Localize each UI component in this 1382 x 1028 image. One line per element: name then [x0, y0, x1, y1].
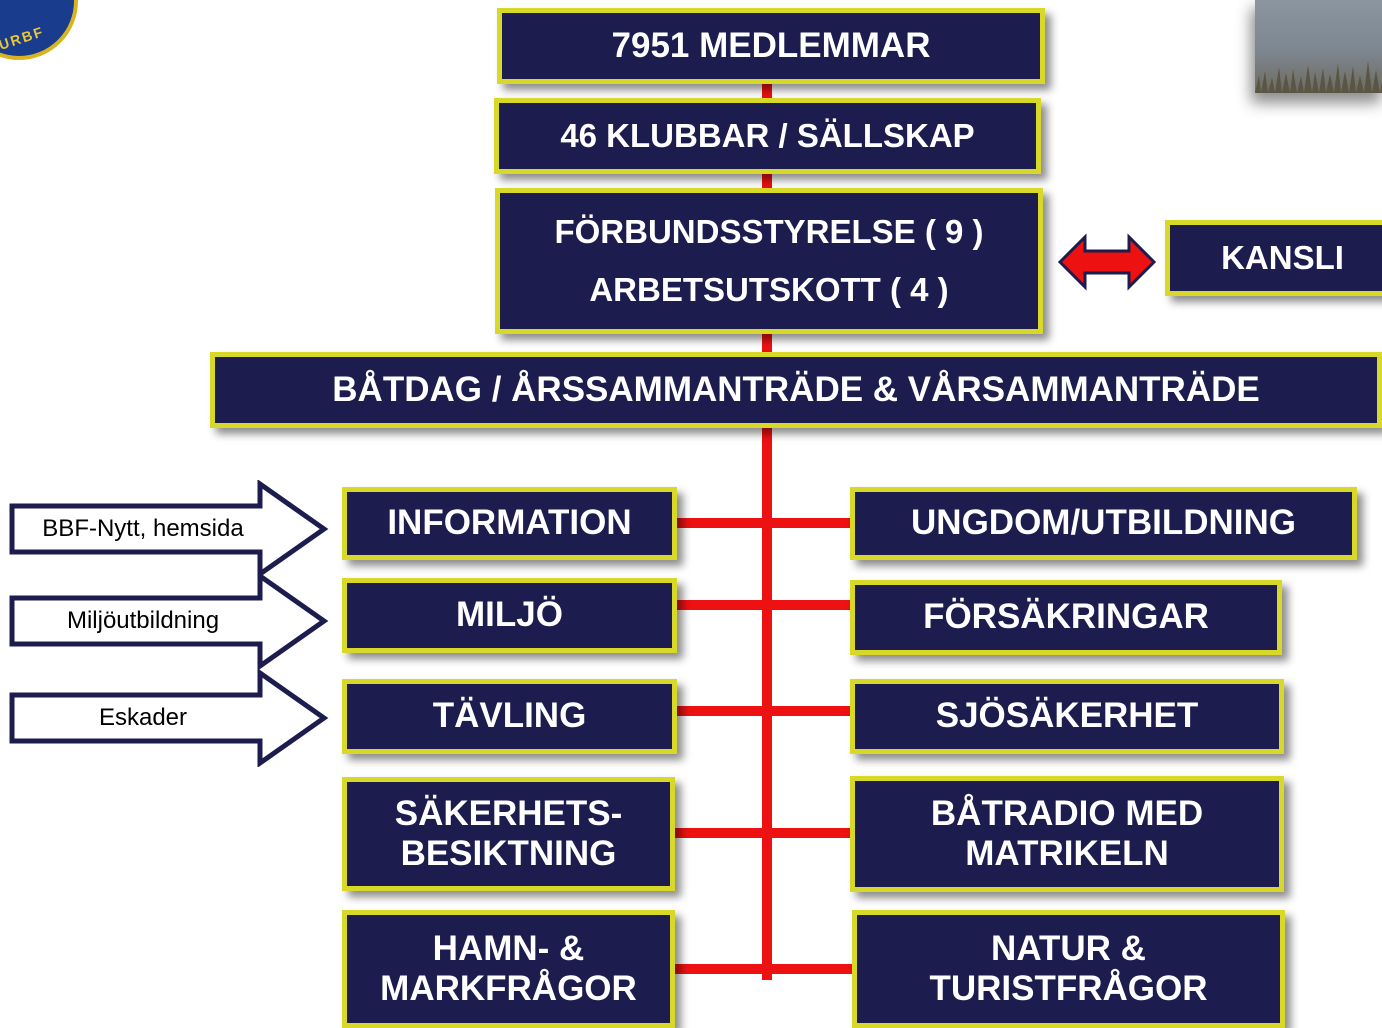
committee-information: INFORMATION — [342, 487, 677, 560]
committee-label: INFORMATION — [387, 503, 632, 543]
committee-label-line2: MATRIKELN — [965, 834, 1169, 873]
connector-branch-2 — [675, 600, 855, 610]
double-arrow-icon — [1058, 233, 1156, 291]
committee-sjosakerhet: SJÖSÄKERHET — [850, 679, 1284, 754]
connector-trunk-main — [762, 420, 772, 980]
committee-label-line1: HAMN- & — [432, 928, 585, 968]
committee-natur-turistfragor: NATUR & TURISTFRÅGOR — [852, 910, 1285, 1028]
connector-branch-4 — [675, 828, 855, 838]
logo-lettering: URBF — [0, 23, 47, 53]
arrow-right-icon — [9, 669, 329, 767]
committee-label: MILJÖ — [456, 595, 563, 635]
side-arrow-label: Miljöutbildning — [66, 607, 220, 634]
committee-miljo: MILJÖ — [342, 578, 677, 653]
kansli-label: KANSLI — [1221, 239, 1344, 277]
committee-label-line2: BESIKTNING — [400, 834, 617, 873]
committee-hamn-markfragor: HAMN- & MARKFRÅGOR — [342, 910, 675, 1028]
committee-label-line2: TURISTFRÅGOR — [929, 969, 1208, 1008]
members-label: 7951 MEDLEMMAR — [611, 25, 931, 65]
committee-label: FÖRSÄKRINGAR — [923, 597, 1209, 637]
board-box: FÖRBUNDSSTYRELSE ( 9 ) ARBETSUTSKOTT ( 4… — [495, 188, 1043, 334]
kansli-box: KANSLI — [1165, 220, 1382, 296]
meetings-label: BÅTDAG / ÅRSSAMMANTRÄDE & VÅRSAMMANTRÄDE — [332, 369, 1260, 409]
committee-label-line2: MARKFRÅGOR — [380, 969, 637, 1008]
committee-label-line1: SÄKERHETS- — [394, 793, 623, 833]
board-label-line2: ARBETSUTSKOTT ( 4 ) — [589, 271, 949, 308]
club-logo: URBF — [0, 0, 78, 60]
committee-label: TÄVLING — [432, 696, 587, 736]
side-arrow-label: Eskader — [98, 704, 188, 731]
connector-branch-1 — [675, 518, 855, 528]
meetings-box: BÅTDAG / ÅRSSAMMANTRÄDE & VÅRSAMMANTRÄDE — [210, 352, 1382, 428]
committee-label: SJÖSÄKERHET — [935, 696, 1199, 736]
members-box: 7951 MEDLEMMAR — [497, 8, 1045, 84]
side-arrow-label: BBF-Nytt, hemsida — [42, 515, 244, 542]
board-label-line1: FÖRBUNDSSTYRELSE ( 9 ) — [554, 213, 984, 251]
connector-branch-3 — [675, 706, 855, 716]
committee-ungdom-utbildning: UNGDOM/UTBILDNING — [850, 487, 1357, 560]
connector-branch-5 — [675, 964, 855, 974]
clubs-box: 46 KLUBBAR / SÄLLSKAP — [494, 98, 1041, 174]
committee-tavling: TÄVLING — [342, 679, 677, 754]
lake-photo — [1255, 0, 1382, 93]
committee-forsakringar: FÖRSÄKRINGAR — [850, 580, 1282, 655]
committee-batradio-matrikeln: BÅTRADIO MED MATRIKELN — [850, 776, 1284, 892]
committee-sakerhetsbesiktning: SÄKERHETS- BESIKTNING — [342, 777, 675, 891]
committee-label-line1: BÅTRADIO MED — [930, 793, 1204, 833]
clubs-label: 46 KLUBBAR / SÄLLSKAP — [560, 117, 975, 155]
committee-label: UNGDOM/UTBILDNING — [911, 503, 1296, 543]
committee-label-line1: NATUR & — [991, 928, 1146, 968]
arrow-right-icon — [9, 572, 329, 670]
arrow-right-icon — [9, 480, 329, 578]
